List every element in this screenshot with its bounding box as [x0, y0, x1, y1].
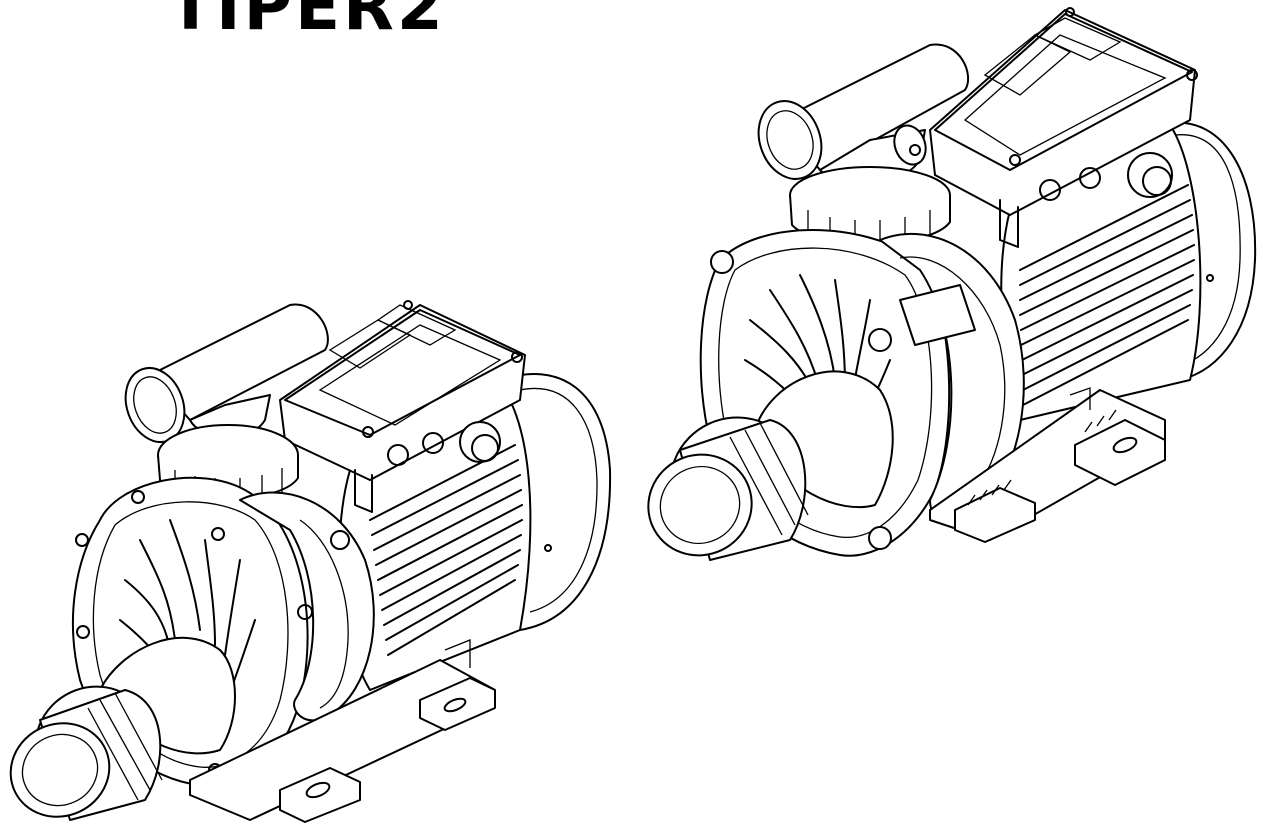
document-title: TIPER2 [168, 0, 446, 45]
pump-side-view-icon [647, 7, 1257, 561]
pump-front-view-icon [9, 300, 612, 823]
